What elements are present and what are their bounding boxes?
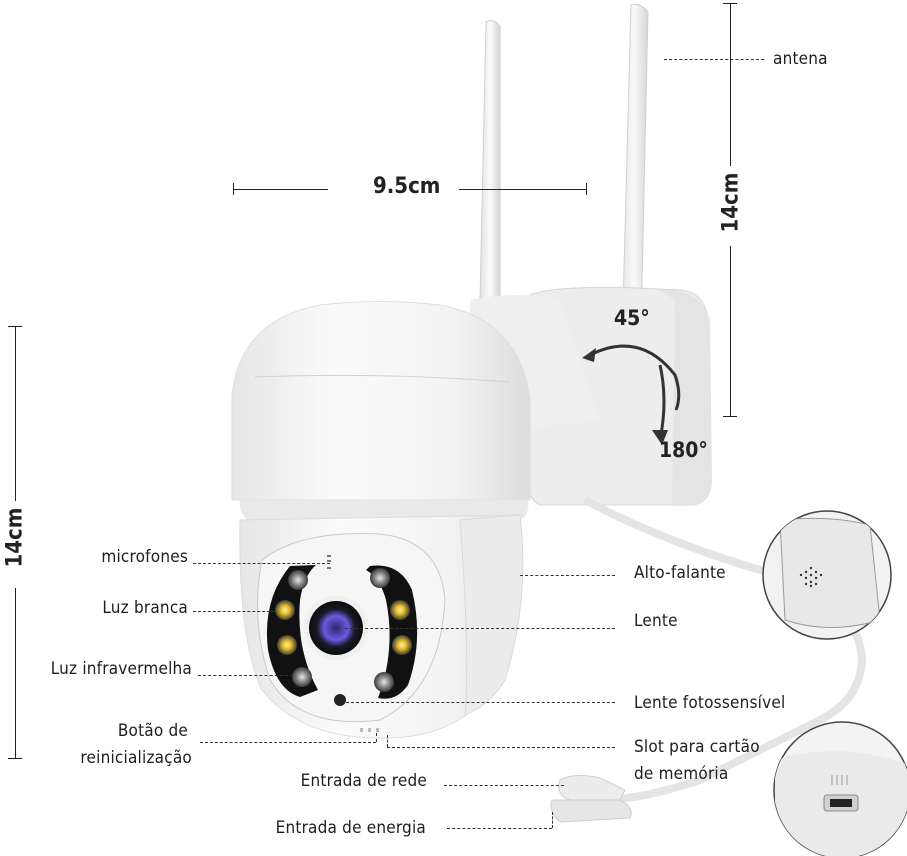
network-input-leader — [444, 785, 564, 786]
body-height-dimension: 14cm — [2, 507, 28, 568]
speaker-leader — [520, 575, 615, 576]
body-dim-line-bottom — [15, 588, 16, 758]
white-light-label: Luz branca — [102, 598, 188, 618]
network-input-label: Entrada de rede — [300, 771, 427, 791]
power-input-label: Entrada de energia — [275, 818, 426, 838]
pan-angle-label: 180° — [659, 438, 708, 462]
reset-button-leader-v — [376, 733, 377, 742]
antenna-dim-line-top — [730, 3, 731, 166]
antenna-height-dimension: 14cm — [718, 172, 744, 233]
photosensitive-lens-label: Lente fotossensível — [634, 693, 786, 713]
photosensitive-leader — [346, 702, 615, 703]
power-input-leader — [447, 828, 552, 829]
microphones-label: microfones — [101, 547, 188, 567]
width-dimension: 9.5cm — [373, 174, 441, 199]
reset-button-label-line1: Botão de — [117, 721, 188, 741]
width-dim-line-right — [459, 189, 587, 190]
reset-button-leader — [200, 742, 376, 743]
power-input-leader-v — [552, 812, 553, 828]
antenna-label: antena — [773, 49, 828, 69]
tilt-angle-label: 45° — [614, 306, 650, 330]
lens-label: Lente — [634, 611, 678, 631]
microphones-leader — [193, 563, 330, 564]
infrared-light-leader — [198, 675, 293, 676]
body-dim-tick-bottom — [8, 758, 22, 759]
antenna-dim-tick-bottom — [723, 416, 737, 417]
white-light-leader — [193, 611, 275, 612]
memory-slot-label-line2: de memória — [634, 764, 729, 784]
antenna-leader — [664, 59, 764, 60]
antenna-dim-line-bottom — [730, 246, 731, 416]
body-dim-line-top — [15, 326, 16, 501]
memory-slot-label-line1: Slot para cartão — [634, 737, 760, 757]
speaker-label: Alto-falante — [634, 563, 726, 583]
lens-leader — [345, 628, 615, 629]
memory-slot-leader — [387, 747, 615, 748]
width-dim-line-left — [233, 189, 328, 190]
infrared-light-label: Luz infravermelha — [50, 659, 192, 679]
memory-slot-leader-v — [387, 735, 388, 747]
reset-button-label-line2: reinicialização — [80, 748, 192, 768]
width-dim-tick-right — [586, 183, 587, 195]
